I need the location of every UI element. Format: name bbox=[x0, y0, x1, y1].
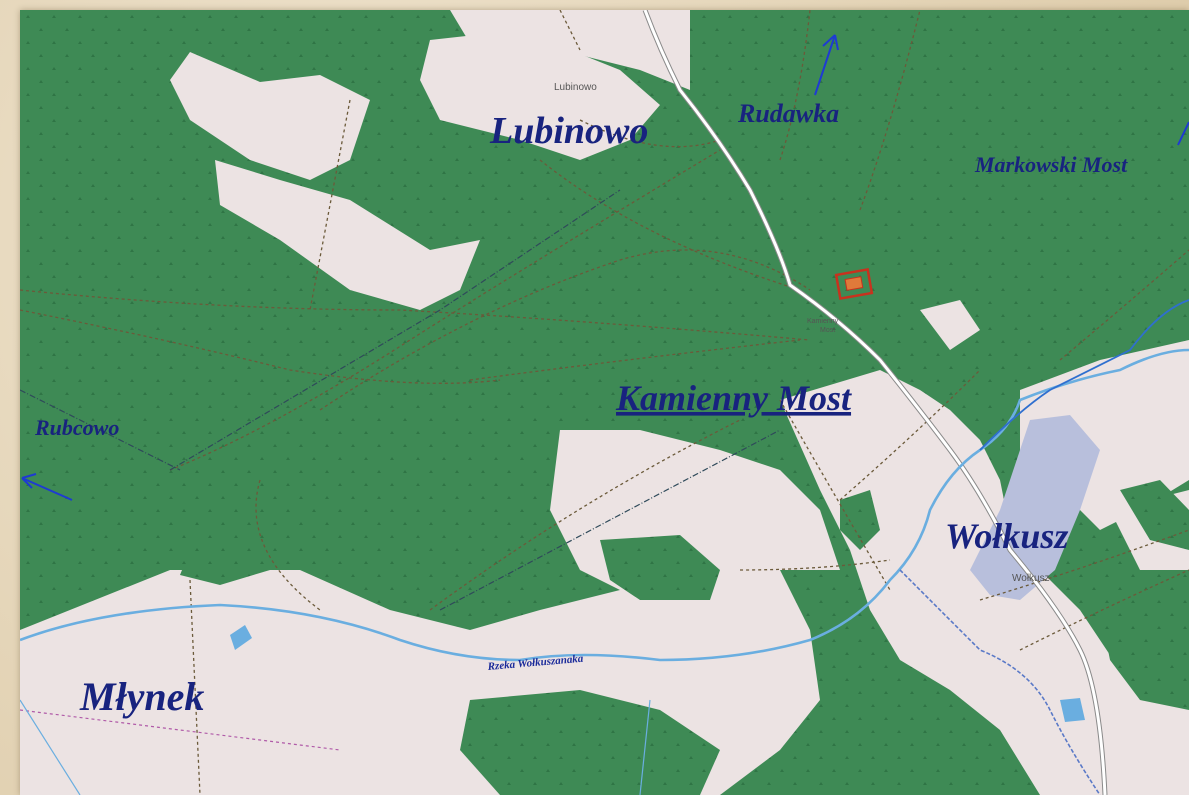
river bbox=[20, 348, 1189, 662]
pond bbox=[1060, 698, 1085, 722]
ditch bbox=[20, 699, 81, 795]
boundary-lines bbox=[20, 189, 781, 611]
place-label[interactable]: Markowski Most bbox=[974, 152, 1128, 177]
forest-patches bbox=[180, 480, 1189, 795]
arrow-left-icon bbox=[21, 473, 73, 501]
stream-label[interactable]: Rudawka bbox=[737, 99, 839, 128]
village-label[interactable]: Rubcowo bbox=[34, 415, 119, 440]
stream bbox=[979, 299, 1189, 451]
village-label[interactable]: Młynek bbox=[79, 674, 204, 719]
map-frame: Lubinowo Lubinowo Rudawka Markowski Most… bbox=[20, 10, 1189, 795]
village-label-small: Wołkusz bbox=[1012, 573, 1050, 584]
lake bbox=[970, 415, 1100, 600]
village-label[interactable]: Lubinowo bbox=[489, 110, 648, 152]
ruin-marker-icon[interactable] bbox=[834, 267, 874, 301]
pond bbox=[230, 625, 252, 650]
kamienny-most-label[interactable]: Kamienny Most bbox=[615, 378, 852, 418]
arrow-up-right-icon bbox=[1177, 121, 1189, 146]
topographic-map[interactable]: Lubinowo Lubinowo Rudawka Markowski Most… bbox=[20, 10, 1189, 795]
ditch bbox=[639, 699, 651, 795]
canal bbox=[899, 569, 1101, 795]
place-label-small: Kamienny bbox=[807, 318, 839, 325]
village-label[interactable]: Wołkusz bbox=[945, 516, 1068, 556]
village-label-small: Lubinowo bbox=[554, 82, 597, 93]
place-label-small: Most bbox=[820, 327, 835, 334]
arrow-up-right-icon bbox=[814, 34, 839, 96]
main-road[interactable] bbox=[643, 10, 1107, 795]
forest-tracks bbox=[20, 10, 1189, 795]
